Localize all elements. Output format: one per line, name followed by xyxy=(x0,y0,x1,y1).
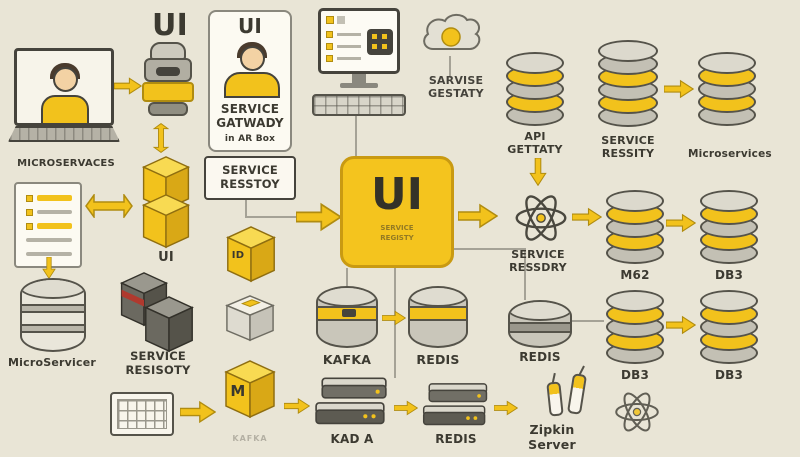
microservices-label: Microservices xyxy=(688,148,772,160)
atom-icon xyxy=(612,388,662,436)
arrow-right-icon xyxy=(572,206,602,228)
robot-icon xyxy=(136,42,200,122)
arrow-right-icon xyxy=(494,398,518,418)
db-stack-microservices xyxy=(698,52,756,126)
service-gateway-box: SERVICE RESSTOY xyxy=(204,156,296,200)
laptop-label: MICROSERVACES xyxy=(17,158,115,169)
connector-line xyxy=(355,114,357,156)
kadia-label: KAD A xyxy=(330,432,374,446)
arrow-right-icon xyxy=(666,212,696,234)
card-subcaption: in AR Box xyxy=(224,134,276,144)
server-stack-icon xyxy=(312,376,392,432)
atom-icon xyxy=(512,190,570,246)
arrow-right-icon xyxy=(382,308,406,328)
firecracker-icon xyxy=(546,381,564,417)
kafka-cylinder xyxy=(316,286,378,348)
service-registry-label: SERVICE RESSITY xyxy=(601,134,655,161)
arrow-right-icon xyxy=(284,394,310,418)
laptop-icon xyxy=(8,46,128,158)
db-stack-api-gateway xyxy=(506,52,564,126)
arrow-right-icon xyxy=(180,400,216,424)
laptop-screen xyxy=(14,48,114,126)
card-title: UI xyxy=(237,14,263,38)
cloud-icon xyxy=(420,10,484,56)
connector-line xyxy=(346,268,348,288)
pale-crate-icon xyxy=(220,294,280,344)
zipkin-label: Zipkin Server xyxy=(528,422,576,452)
redis-lone-cylinder xyxy=(508,300,572,348)
user-card: UI SERVICE GATWADY in AR Box xyxy=(208,10,292,152)
db-stack-m62 xyxy=(606,190,664,264)
person-avatar xyxy=(210,12,290,150)
firecracker-icon xyxy=(566,373,588,415)
arrow-down-icon xyxy=(41,257,57,279)
microservicer-label: MicroServicer xyxy=(8,356,96,369)
connector-line xyxy=(454,248,526,250)
crate-id-text: ID xyxy=(231,250,245,261)
crate-icon xyxy=(138,192,194,250)
db3-bottom-left-label: DB3 xyxy=(620,368,650,382)
ui-box-title: UI xyxy=(370,169,424,220)
m-crate-caption: KAFKA xyxy=(232,434,268,443)
keyboard-icon xyxy=(312,94,406,116)
card-caption-line1: SERVICE xyxy=(220,102,280,116)
ui-crates-label: UI xyxy=(158,250,174,265)
monitor-screen xyxy=(318,8,400,74)
arrow-down-icon xyxy=(526,158,550,186)
gateway-note: SARVISE GESTATY xyxy=(428,74,484,101)
db-stack-db3-right xyxy=(700,290,758,364)
redis-lone-label: REDIS xyxy=(519,350,561,364)
document-icon xyxy=(14,182,82,268)
dark-crate-icon xyxy=(140,294,198,354)
arrow-right-icon xyxy=(666,314,696,336)
connector-line xyxy=(245,200,247,218)
connector-line xyxy=(572,320,604,322)
dark-boxes-label: SERVICE RESISOTY xyxy=(125,349,191,377)
arrow-horizontal-double-icon xyxy=(84,194,134,218)
laptop-base xyxy=(8,126,120,142)
service-gateway-line2: RESSTOY xyxy=(220,177,280,191)
redis-server-label: REDIS xyxy=(435,432,477,446)
arrow-vertical-double-icon xyxy=(149,123,173,153)
db-stack-db3-left xyxy=(606,290,664,364)
db-stack-service-registry xyxy=(598,40,658,127)
atom-label: SERVICE RESSDRY xyxy=(509,248,567,275)
arrow-right-icon xyxy=(664,78,694,100)
microservicer-cylinder xyxy=(20,278,86,352)
arrow-right-icon xyxy=(458,202,498,230)
service-gateway-line1: SERVICE xyxy=(222,163,278,177)
connector-line xyxy=(449,56,451,76)
ui-box-subtext: SERVICE REGISTY xyxy=(380,224,414,242)
redis-cylinder xyxy=(408,286,468,348)
db-stack-db3-top xyxy=(700,190,758,264)
connector-line xyxy=(245,216,297,218)
kafka-label: KAFKA xyxy=(322,352,372,367)
m-crate-text: M xyxy=(230,382,246,400)
ui-box: UI SERVICE REGISTY xyxy=(340,156,454,268)
person-avatar xyxy=(17,51,111,123)
db3-top-label: DB3 xyxy=(714,268,744,282)
db3-bottom-right-label: DB3 xyxy=(714,368,744,382)
arrow-right-icon xyxy=(296,202,342,232)
monitor-icon xyxy=(312,6,406,118)
ui-heading: UI xyxy=(152,8,188,43)
connector-line xyxy=(524,248,526,300)
qr-block xyxy=(367,29,393,55)
api-gateway-label: API GETTATY xyxy=(507,130,563,157)
m62-label: M62 xyxy=(620,268,650,282)
arrow-right-icon xyxy=(394,398,418,418)
card-caption-line2: GATWADY xyxy=(216,116,284,130)
server-stack-icon xyxy=(420,382,492,432)
redis-mid-label: REDIS xyxy=(416,352,460,367)
grid-pad-icon xyxy=(110,392,174,436)
